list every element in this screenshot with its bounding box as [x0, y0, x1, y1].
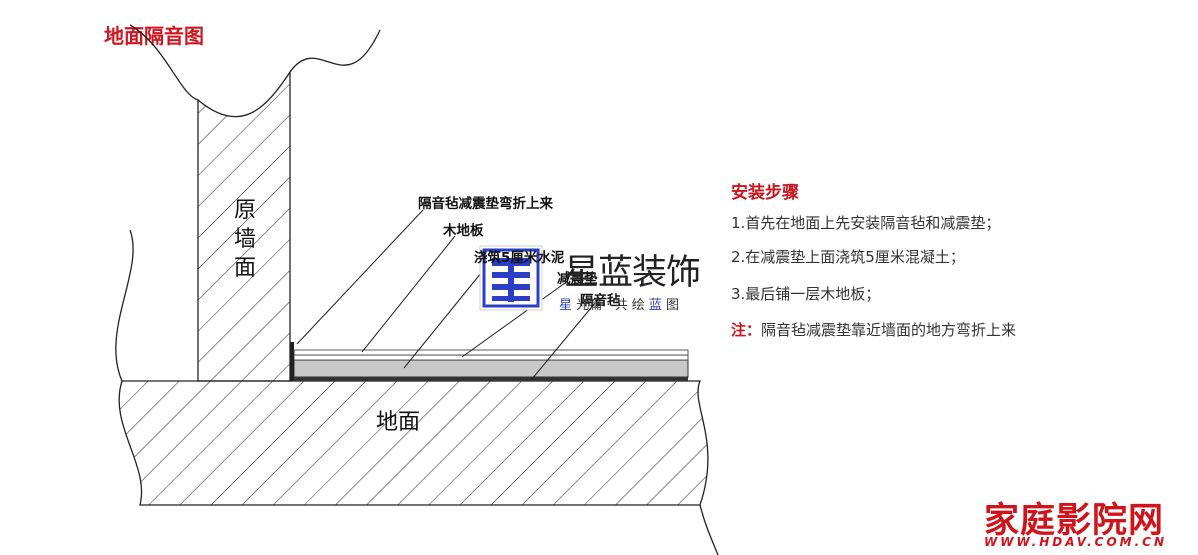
- steps-title: 安装步骤: [731, 183, 799, 203]
- bent-up-felt: [290, 342, 294, 381]
- page-title: 地面隔音图: [104, 24, 204, 48]
- leader-pad: [461, 282, 566, 358]
- watermark-slogan: 星 光篇 · 共 绘 蓝 图: [559, 294, 679, 313]
- pad-layer: [293, 354, 689, 361]
- leader-concrete: [403, 261, 491, 369]
- step-1: 1.首先在地面上先安装隔音毡和减震垫；: [731, 214, 1001, 232]
- floor-label: 地面: [376, 410, 421, 435]
- leader-wood: [361, 235, 456, 353]
- felt-layer: [290, 377, 688, 381]
- label-bend: 隔音毡减震垫弯折上来: [418, 196, 553, 212]
- leader-bend: [296, 209, 424, 345]
- label-felt: 隔音毡: [580, 293, 621, 309]
- brand-logo: 家庭影院网: [984, 501, 1165, 541]
- watermark-slogan-2: 光: [576, 298, 590, 313]
- watermark-name: 星蓝装饰: [564, 253, 701, 293]
- watermark-slogan-3: 篇 · 共 绘: [589, 298, 645, 313]
- wall-label: 原墙面: [233, 198, 256, 281]
- label-concrete: 浇筑5厘米水泥: [474, 250, 565, 266]
- floor-break-line: [115, 229, 719, 555]
- note-head: 注：: [731, 321, 762, 339]
- leader-felt: [531, 302, 596, 380]
- watermark-slogan-5: 图: [666, 298, 680, 313]
- note-text: 隔音毡减震垫靠近墙面的地方弯折上来: [761, 321, 1017, 339]
- brand-url: WWW.HDAV.COM.CN: [984, 535, 1168, 549]
- watermark-slogan-4: 蓝: [648, 298, 662, 313]
- concrete-layer: [293, 359, 689, 378]
- wall-section: [197, 69, 291, 382]
- step-3: 3.最后铺一层木地板；: [731, 285, 881, 303]
- watermark-slogan-1: 星: [559, 298, 573, 313]
- wall-break-line: [129, 24, 381, 101]
- floor-slab: [118, 380, 709, 506]
- wood-floor-layer: [293, 349, 689, 356]
- watermark-seal-icon: [479, 245, 543, 311]
- label-wood: 木地板: [443, 223, 484, 239]
- note: 注：隔音毡减震垫靠近墙面的地方弯折上来: [731, 319, 1016, 340]
- step-2: 2.在减震垫上面浇筑5厘米混凝土；: [731, 248, 965, 266]
- label-pad: 减震垫: [557, 271, 598, 287]
